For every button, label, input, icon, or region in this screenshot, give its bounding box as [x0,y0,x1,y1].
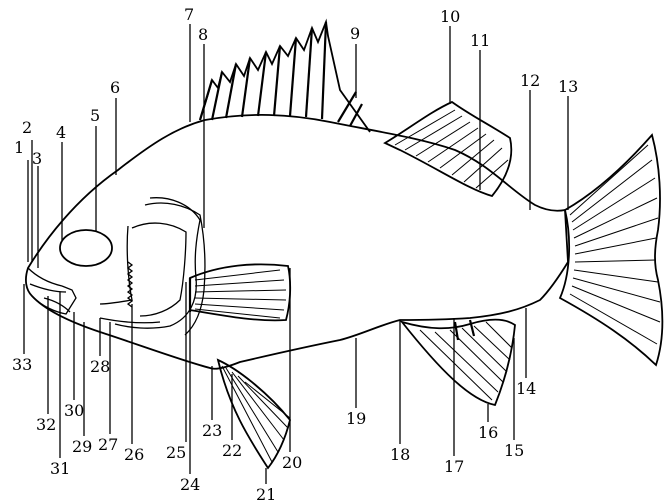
label-13: 13 [558,77,578,96]
label-4: 4 [56,123,66,142]
caudal-rays [570,145,660,344]
label-2: 2 [22,118,32,137]
leader-lines [24,24,568,484]
label-17: 17 [444,457,464,476]
mouth-line [28,268,76,314]
label-15: 15 [504,441,524,460]
anal-fin [402,320,515,405]
soft-dorsal-fin [385,102,511,196]
label-14: 14 [516,379,536,398]
label-21: 21 [256,485,276,504]
label-18: 18 [390,445,410,464]
part-labels: 1 2 3 4 5 6 7 8 9 10 11 12 13 14 15 16 1… [12,5,578,504]
gill-lower [100,318,160,323]
label-5: 5 [90,106,100,125]
label-7: 7 [184,5,194,24]
label-24: 24 [180,475,200,494]
label-16: 16 [478,423,498,442]
label-28: 28 [90,357,110,376]
label-31: 31 [50,459,70,478]
label-6: 6 [110,78,120,97]
fish-body-outline [26,115,568,369]
label-19: 19 [346,409,366,428]
label-32: 32 [36,415,56,434]
label-20: 20 [282,453,302,472]
label-8: 8 [198,25,208,44]
label-11: 11 [470,31,490,50]
label-12: 12 [520,71,540,90]
pectoral-fin [190,264,290,320]
label-29: 29 [72,437,92,456]
pectoral-rays [195,270,286,318]
label-9: 9 [350,24,360,43]
label-30: 30 [64,401,84,420]
label-10: 10 [440,7,460,26]
label-33: 33 [12,355,32,374]
label-23: 23 [202,421,222,440]
label-1: 1 [14,138,24,157]
label-3: 3 [32,149,42,168]
opercle [132,223,186,316]
label-26: 26 [124,445,144,464]
eye [60,230,112,266]
caudal-fin [560,135,662,365]
label-22: 22 [222,441,242,460]
label-27: 27 [98,435,118,454]
label-25: 25 [166,443,186,462]
